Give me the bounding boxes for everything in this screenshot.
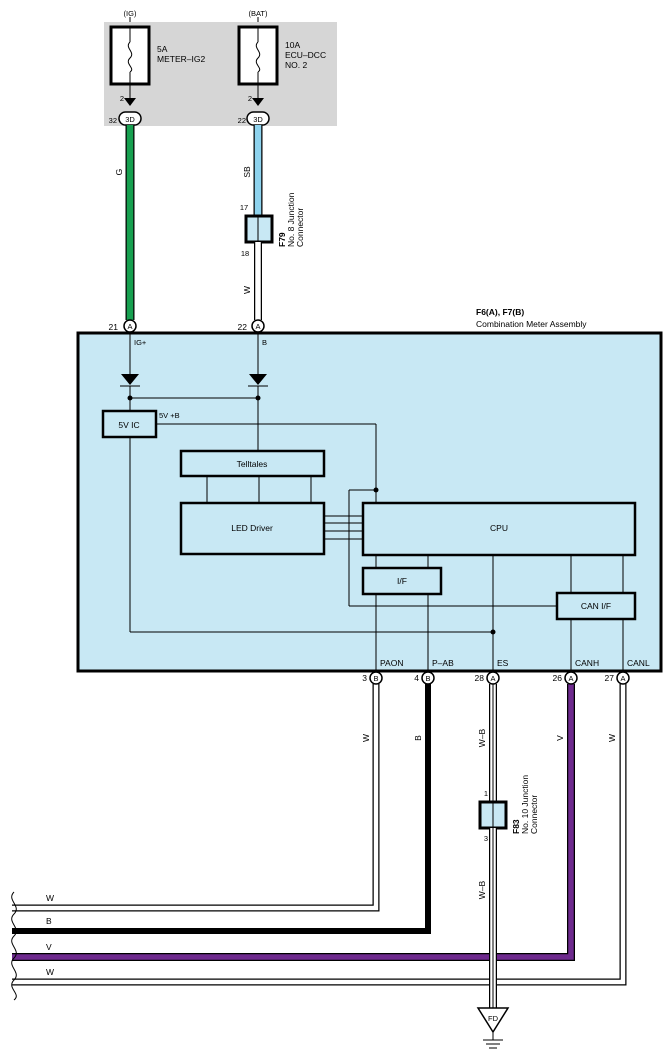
fuse-2-name: ECU–DCC <box>285 50 326 60</box>
diode-1-icon <box>121 374 139 385</box>
wire-paon-fill <box>12 684 379 911</box>
wire-sb-label: SB <box>242 166 252 178</box>
fuse-1-pin: 2 <box>120 94 124 103</box>
fuse-2-pin: 2 <box>248 94 252 103</box>
if-block <box>361 566 443 596</box>
f79-id: F79 <box>277 232 287 247</box>
fuse-1-amp: 5A <box>157 44 168 54</box>
bottom-pin-2-conn: B <box>425 674 430 683</box>
bottom-pin-4-num: 26 <box>553 673 563 683</box>
top-pin-2-num: 22 <box>238 322 248 332</box>
can-if-block <box>555 591 637 621</box>
fuse-2-name2: NO. 2 <box>285 60 307 70</box>
bottom-pin-3-conn: A <box>490 674 495 683</box>
bottom-pin-5-label: CANL <box>627 658 650 668</box>
ic-output-label: 5V +B <box>159 411 180 420</box>
bottom-pin-1-label: PAON <box>380 658 403 668</box>
telltales-block-label: Telltales <box>237 459 268 469</box>
f83-line1: No. 10 Junction <box>520 775 530 834</box>
fuse-1-arrow-icon <box>124 98 136 106</box>
bottom-pin-5-num: 27 <box>605 673 615 683</box>
meter-title-line2: Combination Meter Assembly <box>476 319 587 329</box>
fuse-1-conn-pin: 32 <box>109 116 117 125</box>
bottom-pin-2-connector <box>421 671 435 685</box>
led-driver-block <box>179 501 326 556</box>
cpu-block <box>361 501 637 557</box>
fuse-1-conn: 3D <box>125 115 135 124</box>
top-pin-1-label: IG+ <box>134 338 147 347</box>
top-pin-2-conn: A <box>255 322 260 331</box>
wire-canl-fill <box>12 684 626 985</box>
bottom-pin-5-connector <box>616 671 630 685</box>
fuse-2-icon <box>255 41 261 73</box>
led-driver-block-label: LED Driver <box>231 523 273 533</box>
bus-label-4: W <box>46 967 54 977</box>
bottom-pin-2-num: 4 <box>414 673 419 683</box>
bottom-pin-1-connector <box>369 671 383 685</box>
bottom-pin-4-label: CANH <box>575 658 599 668</box>
ground-label: FD <box>488 1014 499 1023</box>
wire-g-label: G <box>114 169 124 176</box>
bus-label-1: W <box>46 893 54 903</box>
wire-es-upper-label: W–B <box>477 728 487 747</box>
f83-id: F83 <box>511 819 521 834</box>
bottom-pin-1-num: 3 <box>362 673 367 683</box>
bottom-pin-5-conn: A <box>620 674 625 683</box>
ic-block <box>101 409 158 439</box>
bottom-pins: 3 B 4 B 28 A 26 A 27 A <box>362 671 630 685</box>
wire-w-bat-label: W <box>242 286 252 294</box>
bus-label-2: B <box>46 916 52 926</box>
bottom-pin-4-connector <box>564 671 578 685</box>
ground-icon <box>483 1039 503 1049</box>
wire-es-lower-label: W–B <box>477 880 487 899</box>
fuse-1-name: METER–IG2 <box>157 54 205 64</box>
can-if-block-label: CAN I/F <box>581 601 611 611</box>
bottom-pin-3-label: ES <box>497 658 509 668</box>
fuse-2-amp: 10A <box>285 40 300 50</box>
ic-block-label: 5V IC <box>118 420 139 430</box>
fuse-1-icon <box>127 41 133 73</box>
diode-2-icon <box>249 374 267 385</box>
f79-pin-bottom: 18 <box>241 249 249 258</box>
telltales-block <box>179 449 326 478</box>
wire-canh-label: V <box>555 735 565 741</box>
wire-pab <box>12 684 431 934</box>
wire-paon <box>12 684 380 912</box>
wire-canh-fill <box>12 684 574 960</box>
f83-pin-top: 1 <box>484 789 488 798</box>
f79-line2: Connector <box>295 208 305 247</box>
bottom-pin-1-conn: B <box>373 674 378 683</box>
fuse-2-arrow-icon <box>252 98 264 106</box>
fuse-2-conn-pin: 22 <box>238 116 246 125</box>
wire-canl-label: W <box>607 734 617 742</box>
bottom-pin-4-conn: A <box>568 674 573 683</box>
fuse-2-source: (BAT) <box>248 9 268 18</box>
fuse-1-source: (IG) <box>124 9 137 18</box>
wire-pab-label: B <box>413 735 423 741</box>
wire-paon-label: W <box>361 734 371 742</box>
fuse-2-conn: 3D <box>253 115 263 124</box>
f79-pin-top: 17 <box>240 203 248 212</box>
bottom-pin-2-label: P–AB <box>432 658 454 668</box>
cpu-block-label: CPU <box>490 523 508 533</box>
f83-pin-bottom: 3 <box>484 834 488 843</box>
top-pin-1-num: 21 <box>109 322 119 332</box>
top-pin-2-label: B <box>262 338 267 347</box>
bottom-pin-3-num: 28 <box>475 673 485 683</box>
meter-title-line1: F6(A), F7(B) <box>476 307 524 317</box>
f79-line1: No. 8 Junction <box>286 192 296 247</box>
top-pin-1-conn: A <box>127 322 132 331</box>
wire-break-icon <box>11 891 17 1001</box>
bottom-pin-3-connector <box>486 671 500 685</box>
ground-triangle-icon <box>476 1007 510 1034</box>
internal-wiring <box>120 332 624 672</box>
f83-line2: Connector <box>529 795 539 834</box>
if-block-label: I/F <box>397 576 407 586</box>
bus-label-3: V <box>46 942 52 952</box>
f79-connector <box>244 214 274 244</box>
